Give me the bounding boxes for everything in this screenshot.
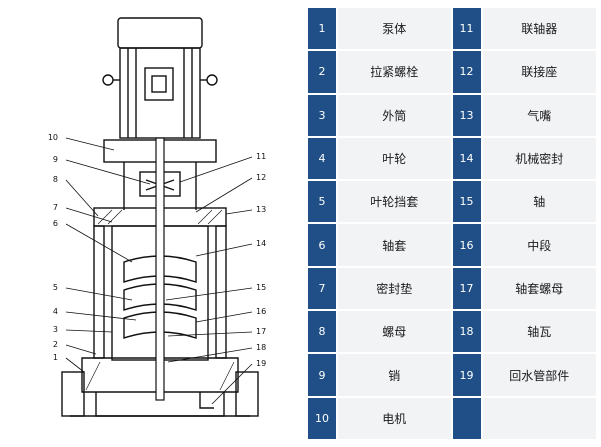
empty-cell bbox=[450, 395, 483, 442]
part-name: 轴套螺母 bbox=[481, 265, 596, 312]
part-number: 6 bbox=[306, 222, 338, 268]
part-name: 电机 bbox=[337, 395, 452, 442]
part-number: 4 bbox=[306, 135, 338, 182]
callout-10: 10 bbox=[48, 133, 58, 142]
part-number: 11 bbox=[450, 5, 483, 52]
callout-8: 8 bbox=[53, 175, 58, 184]
part-number: 8 bbox=[306, 309, 338, 355]
table-row: 1 泵体 11 联轴器 bbox=[306, 5, 596, 52]
table-row: 8 螺母 18 轴瓦 bbox=[306, 309, 596, 355]
callout-7: 7 bbox=[53, 203, 58, 212]
part-number: 13 bbox=[450, 92, 483, 138]
part-number: 14 bbox=[450, 135, 483, 182]
callout-17: 17 bbox=[256, 327, 266, 336]
callout-15: 15 bbox=[256, 283, 266, 292]
outlet-flange bbox=[235, 371, 259, 417]
part-number: 9 bbox=[306, 352, 338, 398]
table-row: 10 电机 bbox=[306, 395, 596, 442]
part-name: 轴套 bbox=[337, 222, 452, 268]
part-name: 轴瓦 bbox=[481, 309, 596, 355]
part-name: 回水管部件 bbox=[481, 352, 596, 398]
pump-sectional-drawing: 10 9 8 7 6 5 4 3 2 1 11 12 13 14 15 16 1… bbox=[48, 17, 266, 417]
table-row: 3 外筒 13 气嘴 bbox=[306, 92, 596, 138]
callout-14: 14 bbox=[256, 239, 266, 248]
part-name: 螺母 bbox=[337, 309, 452, 355]
part-name: 气嘴 bbox=[481, 92, 596, 138]
part-name: 叶轮挡套 bbox=[337, 179, 452, 225]
motor-body bbox=[119, 47, 201, 139]
callout-12: 12 bbox=[256, 173, 266, 182]
table-row: 2 拉紧螺栓 12 联接座 bbox=[306, 49, 596, 95]
impeller-stages bbox=[123, 255, 197, 339]
part-number: 19 bbox=[450, 352, 483, 398]
part-name: 联接座 bbox=[481, 49, 596, 95]
callout-2: 2 bbox=[53, 340, 58, 349]
motor-lift-eye-right bbox=[206, 74, 218, 86]
motor-terminal-box bbox=[144, 67, 174, 101]
table-row: 7 密封垫 17 轴套螺母 bbox=[306, 265, 596, 312]
part-number: 18 bbox=[450, 309, 483, 355]
part-name: 密封垫 bbox=[337, 265, 452, 312]
callout-1: 1 bbox=[53, 353, 58, 362]
part-number: 17 bbox=[450, 265, 483, 312]
part-number: 16 bbox=[450, 222, 483, 268]
callout-9: 9 bbox=[53, 155, 58, 164]
part-number: 15 bbox=[450, 179, 483, 225]
part-number: 5 bbox=[306, 179, 338, 225]
part-name: 轴 bbox=[481, 179, 596, 225]
part-number: 12 bbox=[450, 49, 483, 95]
callout-16: 16 bbox=[256, 307, 266, 316]
part-name: 拉紧螺栓 bbox=[337, 49, 452, 95]
callout-6: 6 bbox=[53, 219, 58, 228]
part-number: 2 bbox=[306, 49, 338, 95]
callout-4: 4 bbox=[53, 307, 58, 316]
table-row: 6 轴套 16 中段 bbox=[306, 222, 596, 268]
coupling-housing bbox=[123, 162, 197, 210]
table-row: 5 叶轮挡套 15 轴 bbox=[306, 179, 596, 225]
callout-13: 13 bbox=[256, 205, 266, 214]
table-row: 4 叶轮 14 机械密封 bbox=[306, 135, 596, 182]
part-name: 销 bbox=[337, 352, 452, 398]
pump-shaft bbox=[155, 137, 165, 401]
part-name: 外筒 bbox=[337, 92, 452, 138]
part-number: 7 bbox=[306, 265, 338, 312]
part-number: 10 bbox=[306, 395, 338, 442]
part-name: 泵体 bbox=[337, 5, 452, 52]
inlet-flange bbox=[61, 371, 85, 417]
tie-bolt-left bbox=[93, 225, 105, 359]
return-pipe bbox=[199, 392, 214, 409]
motor-lift-eye-left bbox=[102, 74, 114, 86]
callout-leaders bbox=[65, 137, 253, 405]
motor-fan-cover bbox=[117, 17, 203, 49]
parts-legend-table: 1 泵体 11 联轴器 2 拉紧螺栓 12 联接座 3 外筒 13 气嘴 4 叶… bbox=[306, 5, 596, 442]
part-number: 1 bbox=[306, 5, 338, 52]
callout-11: 11 bbox=[256, 152, 266, 161]
section-hatching bbox=[85, 209, 235, 391]
part-name: 中段 bbox=[481, 222, 596, 268]
table-row: 9 销 19 回水管部件 bbox=[306, 352, 596, 398]
part-name: 机械密封 bbox=[481, 135, 596, 182]
empty-cell bbox=[481, 395, 596, 442]
part-number: 3 bbox=[306, 92, 338, 138]
part-name: 联轴器 bbox=[481, 5, 596, 52]
part-name: 叶轮 bbox=[337, 135, 452, 182]
callout-labels: 10 9 8 7 6 5 4 3 2 1 11 12 13 14 15 16 1… bbox=[48, 133, 266, 368]
callout-3: 3 bbox=[53, 325, 58, 334]
callout-5: 5 bbox=[53, 283, 58, 292]
callout-18: 18 bbox=[256, 343, 266, 352]
callout-19: 19 bbox=[256, 359, 266, 368]
pump-body bbox=[81, 357, 239, 393]
